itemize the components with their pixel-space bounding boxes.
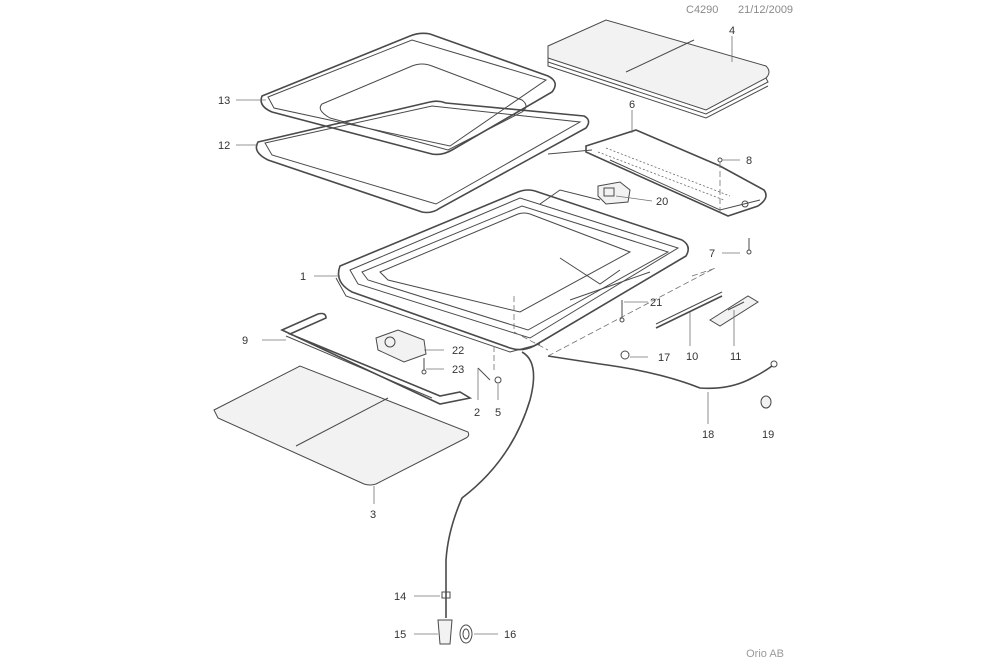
footer-credit: Orio AB — [746, 648, 784, 660]
leader-lines — [236, 36, 740, 635]
callout-12: 12 — [218, 140, 230, 152]
part-17-clip — [620, 350, 630, 360]
callout-labels: 13 12 4 6 8 20 7 1 21 9 22 23 17 10 11 2… — [218, 25, 774, 641]
assembly-lines — [493, 267, 717, 372]
callout-10: 10 — [686, 351, 698, 363]
callout-6: 6 — [629, 99, 635, 111]
part-5-nut — [494, 376, 502, 384]
part-21-screw — [619, 300, 625, 323]
part-10-guide-rail — [655, 291, 723, 329]
part-15-hose-end — [437, 619, 453, 645]
part-9-drain-channel — [280, 312, 473, 405]
callout-17: 17 — [658, 352, 670, 364]
callout-16: 16 — [504, 629, 516, 641]
callout-20: 20 — [656, 196, 668, 208]
part-2-clip — [477, 367, 491, 381]
callout-14: 14 — [394, 591, 406, 603]
callout-8: 8 — [746, 155, 752, 167]
part-19-grommet — [760, 395, 772, 409]
callout-7: 7 — [709, 248, 715, 260]
callout-22: 22 — [452, 345, 464, 357]
part-20-bracket — [597, 181, 631, 205]
callout-15: 15 — [394, 629, 406, 641]
part-13-seal-frame — [260, 32, 556, 156]
callout-9: 9 — [242, 335, 248, 347]
part-23-screw — [421, 358, 427, 375]
callout-3: 3 — [370, 509, 376, 521]
callout-4: 4 — [729, 25, 735, 37]
callout-23: 23 — [452, 364, 464, 376]
drawing-date: 21/12/2009 — [738, 4, 794, 16]
part-4-glass-panel — [547, 19, 770, 119]
part-18-rear-hose — [547, 355, 778, 390]
callout-18: 18 — [702, 429, 714, 441]
callout-5: 5 — [495, 407, 501, 419]
drawing-number: C4290 — [686, 4, 719, 16]
part-12-gasket — [255, 100, 590, 214]
part-22-motor — [375, 329, 427, 363]
part-3-sunshade-panel — [213, 365, 470, 486]
part-16-grommet — [459, 624, 473, 644]
part-14-drain-hose — [441, 351, 535, 618]
callout-11: 11 — [730, 351, 741, 363]
callout-2: 2 — [474, 407, 480, 419]
callout-1: 1 — [300, 271, 306, 283]
part-1-main-frame — [335, 189, 690, 353]
callout-21: 21 — [650, 297, 662, 309]
callout-13: 13 — [218, 95, 230, 107]
callout-19: 19 — [762, 429, 774, 441]
part-7-screw — [746, 238, 752, 255]
